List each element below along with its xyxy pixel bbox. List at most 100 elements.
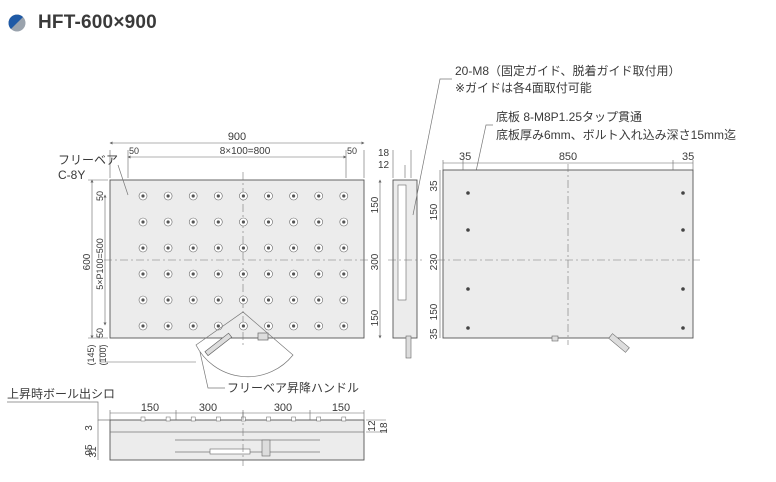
ball-grid bbox=[138, 191, 349, 331]
front-dim-31: 31 bbox=[88, 446, 99, 458]
label-handle: フリーベア昇降ハンドル bbox=[227, 381, 359, 395]
title-row: HFT-600×900 bbox=[8, 8, 157, 38]
free-ball-center bbox=[266, 272, 271, 276]
tap-hole bbox=[681, 228, 685, 232]
free-ball-center bbox=[216, 298, 220, 302]
free-ball-center bbox=[317, 220, 321, 224]
free-ball-center bbox=[216, 194, 220, 198]
handle-pivot bbox=[257, 332, 269, 341]
free-ball-center bbox=[342, 220, 346, 224]
free-ball-center bbox=[266, 298, 271, 302]
free-ball-center bbox=[141, 272, 145, 276]
free-ball-center bbox=[292, 298, 296, 302]
front-dim-300-a: 300 bbox=[199, 402, 217, 414]
front-dim-12: 12 bbox=[367, 420, 378, 432]
bot-dim-35-right: 35 bbox=[682, 151, 694, 163]
dim-8x100: 8×100=800 bbox=[220, 146, 271, 157]
note-line-4: 底板厚み6mm、ボルト入れ込み深さ15mm迄 bbox=[496, 127, 736, 142]
top-plate bbox=[109, 179, 365, 339]
top-view: 900 8×100=800 50 50 600 5×P100=500 50 50… bbox=[58, 131, 372, 395]
dim-100: (100) bbox=[98, 344, 108, 365]
free-ball-center bbox=[266, 220, 271, 224]
bot-dim-35-left: 35 bbox=[459, 151, 471, 163]
free-ball-center bbox=[292, 324, 296, 328]
free-ball-center bbox=[166, 324, 170, 328]
bot-dim-v150-bottom: 150 bbox=[429, 303, 440, 320]
free-ball-center bbox=[317, 194, 321, 198]
tap-hole bbox=[681, 326, 685, 330]
front-dim-300-b: 300 bbox=[274, 402, 292, 414]
bot-dim-v150-top: 150 bbox=[429, 203, 440, 220]
bot-dim-v230: 230 bbox=[429, 253, 440, 270]
free-ball-center bbox=[191, 246, 195, 250]
side-inner bbox=[397, 184, 407, 301]
label-ball-out: 上昇時ボール出シロ bbox=[7, 387, 115, 401]
free-ball-center bbox=[141, 246, 145, 250]
free-ball-center bbox=[191, 272, 195, 276]
dim-50-right: 50 bbox=[347, 146, 357, 156]
front-dim-150-right: 150 bbox=[332, 402, 350, 414]
free-ball-center bbox=[216, 220, 220, 224]
notes: 20-M8（固定ガイド、脱着ガイド取付用） ※ガイドは各4面取付可能 底板 8-… bbox=[412, 63, 736, 216]
free-ball-center bbox=[241, 272, 245, 276]
side-dim-12: 12 bbox=[378, 160, 390, 171]
free-ball-center bbox=[191, 324, 195, 328]
free-ball-center bbox=[241, 194, 245, 198]
note-line-2: ※ガイドは各4面取付可能 bbox=[455, 80, 592, 95]
free-ball-center bbox=[191, 220, 195, 224]
free-ball-center bbox=[292, 220, 296, 224]
note-line-3: 底板 8-M8P1.25タップ貫通 bbox=[496, 109, 642, 124]
tap-hole bbox=[681, 287, 685, 291]
free-ball-center bbox=[342, 272, 346, 276]
front-view: 上昇時ボール出シロ 150 300 300 150 95 3 31 12 18 bbox=[7, 387, 390, 466]
front-ball bbox=[316, 416, 321, 422]
free-ball-center bbox=[241, 298, 245, 302]
tap-hole bbox=[466, 191, 470, 195]
front-ball bbox=[190, 416, 196, 422]
handle-swing-area bbox=[195, 311, 294, 378]
free-ball-center bbox=[342, 194, 346, 198]
free-ball-center bbox=[191, 194, 195, 198]
side-dim-300: 300 bbox=[370, 253, 381, 270]
free-ball-center bbox=[166, 246, 170, 250]
dim-900: 900 bbox=[228, 131, 246, 143]
free-ball-center bbox=[266, 194, 271, 198]
page-title: HFT-600×900 bbox=[38, 12, 157, 33]
front-ball bbox=[266, 416, 271, 422]
free-ball-center bbox=[292, 246, 296, 250]
free-ball-center bbox=[241, 246, 245, 250]
dim-50-left: 50 bbox=[129, 146, 139, 156]
front-ball bbox=[216, 416, 221, 422]
front-dim-95: 95 bbox=[84, 444, 95, 456]
bot-dim-850: 850 bbox=[559, 151, 577, 163]
side-handle bbox=[405, 335, 412, 359]
free-ball-center bbox=[266, 324, 271, 328]
free-ball-center bbox=[191, 298, 195, 302]
dim-50-bottom: 50 bbox=[95, 328, 105, 338]
front-dim-150-left: 150 bbox=[141, 402, 159, 414]
tap-hole bbox=[466, 228, 470, 232]
note-line-1: 20-M8（固定ガイド、脱着ガイド取付用） bbox=[455, 63, 681, 78]
label-free-ball: フリーベア bbox=[58, 153, 118, 167]
front-ball bbox=[140, 416, 146, 422]
front-ball bbox=[291, 416, 296, 422]
front-dim-18: 18 bbox=[379, 422, 390, 434]
free-ball-center bbox=[216, 246, 220, 250]
side-dim-150-bottom: 150 bbox=[370, 309, 381, 326]
free-ball-center bbox=[216, 272, 220, 276]
free-ball-center bbox=[317, 246, 321, 250]
free-ball-center bbox=[141, 194, 145, 198]
free-ball-center bbox=[141, 324, 145, 328]
front-handle bbox=[261, 439, 271, 457]
free-ball-center bbox=[241, 220, 245, 224]
bottom-view: 35 850 35 35 150 230 150 35 bbox=[429, 151, 700, 353]
label-free-ball-model: C-8Y bbox=[58, 168, 85, 182]
free-ball-center bbox=[141, 220, 145, 224]
free-ball-center bbox=[216, 324, 220, 328]
free-ball-center bbox=[166, 194, 170, 198]
free-ball-center bbox=[342, 246, 346, 250]
bot-dim-v35-bottom: 35 bbox=[429, 328, 440, 340]
dim-600: 600 bbox=[82, 253, 93, 270]
front-dim-3: 3 bbox=[84, 425, 95, 431]
